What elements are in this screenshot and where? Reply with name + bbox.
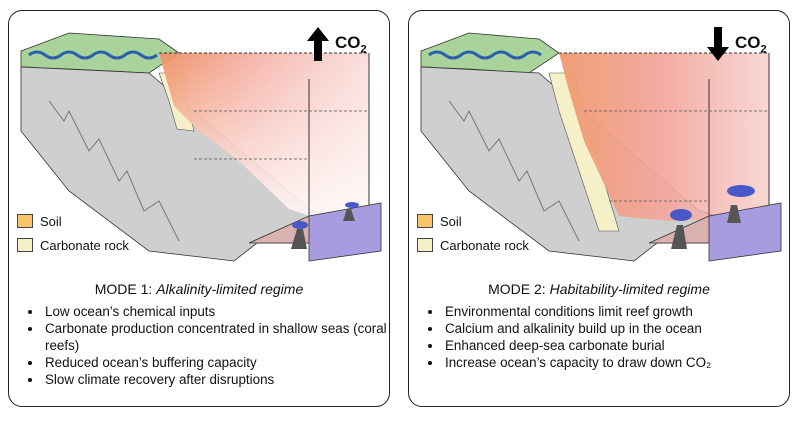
co2-label: CO2: [735, 32, 767, 56]
ocean-water: [559, 53, 769, 221]
legend-carbonate-rock: Carbonate rock: [17, 233, 129, 257]
mode-1-ocean-diagram: [20, 32, 382, 262]
mode-1-panel: CO2 Soil Carbonate rock MODE 1: Alkalini…: [8, 10, 390, 407]
list-item: Slow climate recovery after disruptions: [43, 371, 389, 388]
vent-1: [671, 225, 687, 249]
co2-flux: CO2: [707, 27, 767, 61]
list-item: Increase ocean’s capacity to draw down C…: [443, 354, 789, 371]
vent-1-plume: [292, 221, 308, 229]
vent-2-plume: [727, 185, 755, 197]
river: [428, 50, 542, 60]
rock-ridges: [448, 100, 580, 242]
list-item: Enhanced deep-sea carbonate burial: [443, 337, 789, 354]
bullet-list: Environmental conditions limit reef grow…: [429, 303, 789, 371]
soil-swatch: [17, 214, 33, 228]
soil-swatch: [417, 214, 433, 228]
rock-ridges: [48, 100, 180, 242]
bullet-list: Low ocean’s chemical inputs Carbonate pr…: [29, 303, 389, 388]
mantle-block: [308, 202, 382, 262]
legend-soil: Soil: [17, 209, 129, 233]
legend-carbonate-rock: Carbonate rock: [417, 233, 529, 257]
river: [28, 50, 158, 60]
vent-1: [291, 229, 307, 249]
mode-title: MODE 1: Alkalinity-limited regime: [94, 281, 304, 297]
ocean-fade: [159, 53, 369, 219]
legend-soil: Soil: [417, 209, 529, 233]
mode-title: MODE 2: Habitability-limited regime: [488, 281, 710, 297]
list-item: Reduced ocean’s buffering capacity: [43, 354, 389, 371]
legend: Soil Carbonate rock: [417, 209, 529, 257]
legend-label: Soil: [440, 213, 462, 229]
mode-2-ocean-diagram: [420, 32, 782, 262]
co2-flux: CO2: [307, 27, 367, 61]
carbonate-swatch: [17, 238, 33, 252]
co2-up-arrow-icon: [307, 27, 329, 61]
co2-down-arrow-icon: [707, 27, 729, 61]
list-item: Environmental conditions limit reef grow…: [443, 303, 789, 320]
legend-label: Carbonate rock: [40, 237, 129, 253]
legend: Soil Carbonate rock: [17, 209, 129, 257]
vent-2: [727, 205, 741, 223]
vent-2: [343, 209, 355, 221]
list-item: Calcium and alkalinity build up in the o…: [443, 320, 789, 337]
list-item: Carbonate production concentrated in sha…: [43, 320, 389, 354]
legend-label: Carbonate rock: [440, 237, 529, 253]
vent-1-plume: [670, 209, 692, 221]
carbonate-swatch: [417, 238, 433, 252]
list-item: Low ocean’s chemical inputs: [43, 303, 389, 320]
vent-2-plume: [345, 202, 359, 208]
co2-label: CO2: [335, 32, 367, 56]
mantle-block: [708, 202, 782, 262]
mode-2-panel: CO2 Soil Carbonate rock MODE 2: Habitabi…: [408, 10, 790, 407]
legend-label: Soil: [40, 213, 62, 229]
